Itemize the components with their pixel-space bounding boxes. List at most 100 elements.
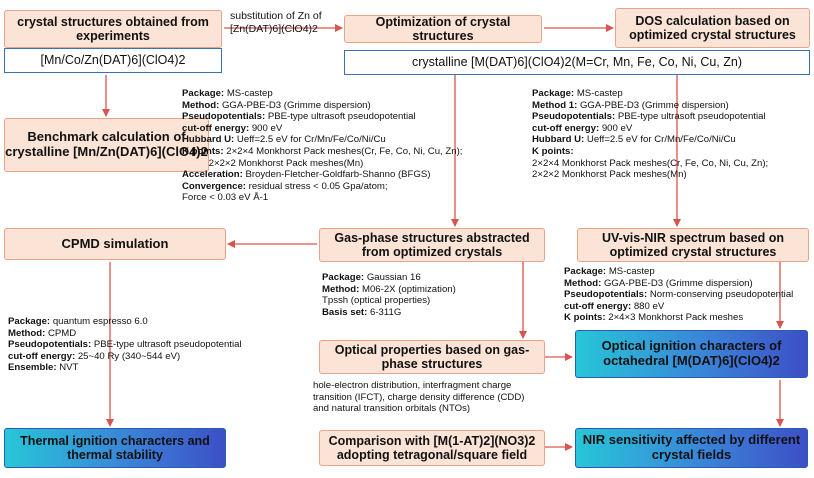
parameter-line: K points: 2×4×3 Monkhorst Pack meshes [564, 312, 793, 324]
parameter-value: GGA-PBE-D3 (Grimme dispersion) [603, 277, 753, 289]
parameter-value: 900 eV [251, 122, 283, 134]
parameter-line: K points: 2×2×4 Monkhorst Pack meshes(Cr… [182, 146, 462, 158]
parameter-key: Method: [182, 99, 222, 111]
parameter-value: 2×2×4 Monkhorst Pack meshes(Cr, Fe, Co, … [226, 145, 463, 157]
optical-properties-box: Optical properties based on gas-phase st… [319, 340, 545, 374]
parameter-line: Convergence: residual stress < 0.05 Gpa/… [182, 181, 462, 193]
parameter-value: Tpssh (optical properties) [322, 295, 431, 307]
parameter-key: Package: [564, 266, 609, 277]
parameter-line: cut-off energy: 900 eV [182, 123, 462, 135]
nir-sensitivity-box: NIR sensitivity affected by different cr… [575, 428, 808, 468]
parameter-value: MS-castep [608, 266, 655, 277]
parameter-line: Pseudopotentials: PBE-type ultrasoft pse… [8, 339, 242, 351]
parameter-line: Acceleration: Broyden-Fletcher-Goldfarb-… [182, 169, 462, 181]
parameter-line: Method: GGA-PBE-D3 (Grimme dispersion) [564, 278, 793, 290]
parameter-key: K points: [182, 145, 227, 157]
parameter-value: 900 eV [601, 122, 633, 134]
parameter-line: 2×2×2 Monkhorst Pack meshes(Mn) [532, 169, 768, 181]
parameter-key: Basis set: [322, 306, 370, 318]
parameter-line: Package: MS-castep [182, 88, 462, 100]
parameter-line: cut-off energy: 880 eV [564, 301, 793, 313]
parameter-value: GGA-PBE-D3 (Grimme dispersion) [221, 99, 371, 111]
parameter-value: 2×2×4 Monkhorst Pack meshes(Cr, Fe, Co, … [532, 157, 769, 169]
parameter-key: Hubbard U: [532, 134, 587, 146]
parameter-line: Pseudopotentials: PBE-type ultrasoft pse… [182, 111, 462, 123]
parameter-key: Acceleration: [182, 169, 246, 181]
parameter-line: Method: GGA-PBE-D3 (Grimme dispersion) [182, 100, 462, 112]
parameter-line: K points: [532, 146, 768, 158]
crystal-structures-box: crystal structures obtained from experim… [4, 10, 222, 48]
parameter-key: K points: [564, 312, 609, 324]
parameter-value: PBE-type ultrasoft pseudopotential [267, 111, 416, 123]
parameter-value: Gaussian 16 [366, 272, 421, 283]
parameter-line: Package: MS-castep [532, 88, 768, 100]
parameter-key: Package: [182, 88, 227, 99]
parameter-line: Method: M06-2X (optimization) [322, 284, 456, 296]
parameter-key: cut-off energy: [532, 122, 602, 134]
crystalline-formula-box: crystalline [M(DAT)6](ClO4)2(M=Cr, Mn, F… [344, 50, 810, 75]
dos-calculation-box: DOS calculation based on optimized cryst… [615, 8, 810, 48]
parameter-value: MS-castep [576, 88, 623, 99]
parameter-key: cut-off energy: [564, 300, 634, 312]
parameter-key: Package: [322, 272, 367, 283]
parameter-key: Method: [564, 277, 604, 289]
parameter-line: Package: Gaussian 16 [322, 272, 456, 284]
parameter-key: Convergence: [182, 180, 249, 192]
thermal-ignition-box: Thermal ignition characters and thermal … [4, 428, 226, 468]
parameter-value: PBE-type ultrasoft pseudopotential [617, 111, 766, 123]
mncozn-complex-box: [Mn/Co/Zn(DAT)6](ClO4)2 [4, 48, 222, 73]
parameter-line: Tpssh (optical properties) [322, 295, 456, 307]
parameter-value: residual stress < 0.05 Gpa/atom; [248, 180, 388, 192]
parameter-value: NVT [59, 362, 79, 374]
parameter-line: Method 1: GGA-PBE-D3 (Grimme dispersion) [532, 100, 768, 112]
parameter-line: Hubbard U: Ueff=2.5 eV for Cr/Mn/Fe/Co/N… [182, 134, 462, 146]
parameter-key: Pseudopotentials: [8, 339, 94, 351]
benchmark-box: Benchmark calculation of crystalline [Mn… [4, 118, 209, 172]
parameter-line: Package: quantum espresso 6.0 [8, 316, 242, 328]
parameter-line: Pseudopotentials: Norm-conserving pseudo… [564, 289, 793, 301]
parameter-key: Method 1: [532, 99, 580, 111]
parameter-value: 2×2×2 Monkhorst Pack meshes(Mn) [182, 157, 364, 169]
parameter-line: Basis set: 6-311G [322, 307, 456, 319]
parameter-value: Ueff=2.5 eV for Cr/Mn/Fe/Co/Ni/Cu [586, 134, 736, 146]
parameter-value: 2×2×2 Monkhorst Pack meshes(Mn) [532, 169, 687, 181]
parameter-line: 2×2×2 Monkhorst Pack meshes(Mn) [182, 158, 462, 170]
parameter-key: K points: [532, 145, 574, 157]
parameter-line: Package: MS-castep [564, 266, 793, 278]
parameter-line: Method: CPMD [8, 328, 242, 340]
parameter-value: Ueff=2.5 eV for Cr/Mn/Fe/Co/Ni/Cu [236, 134, 386, 146]
parameter-value: 880 eV [633, 300, 665, 312]
parameter-line: Pseudopotentials: PBE-type ultrasoft pse… [532, 111, 768, 123]
parameter-key: Pseudopotentials: [564, 289, 650, 301]
parameter-value: 25~40 Ry (340~544 eV) [77, 350, 181, 362]
substitution-label: substitution of Zn of [Zn(DAT)6](ClO4)2 [230, 10, 322, 35]
parameter-key: Hubbard U: [182, 134, 237, 146]
parameter-line: Hubbard U: Ueff=2.5 eV for Cr/Mn/Fe/Co/N… [532, 134, 768, 146]
parameter-line: cut-off energy: 25~40 Ry (340~544 eV) [8, 351, 242, 363]
parameter-value: CPMD [47, 327, 77, 339]
gasphase-structures-box: Gas-phase structures abstracted from opt… [319, 228, 545, 262]
parameter-key: Package: [8, 316, 53, 327]
parameter-value: 2×4×3 Monkhorst Pack meshes [608, 312, 744, 324]
parameter-key: Method: [8, 327, 48, 339]
parameter-line: cut-off energy: 900 eV [532, 123, 768, 135]
optical-ignition-box: Optical ignition characters of octahedra… [575, 330, 808, 378]
parameter-line: Ensemble: NVT [8, 362, 242, 374]
parameter-value: MS-castep [226, 88, 273, 99]
parameter-value: Broyden-Fletcher-Goldfarb-Shanno (BFGS) [245, 169, 431, 181]
cpmd-simulation-box: CPMD simulation [4, 228, 226, 260]
parameter-value: PBE-type ultrasoft pseudopotential [93, 339, 242, 351]
parameter-value: GGA-PBE-D3 (Grimme dispersion) [579, 99, 729, 111]
parameter-key: Method: [322, 283, 362, 295]
analysis-note: hole-electron distribution, interfragmen… [313, 380, 525, 415]
parameter-value: quantum espresso 6.0 [52, 316, 148, 327]
parameter-key: Pseudopotentials: [182, 111, 268, 123]
parameter-value: Norm-conserving pseudopotential [649, 289, 794, 301]
parameter-line: 2×2×4 Monkhorst Pack meshes(Cr, Fe, Co, … [532, 158, 768, 170]
parameter-key: cut-off energy: [182, 122, 252, 134]
